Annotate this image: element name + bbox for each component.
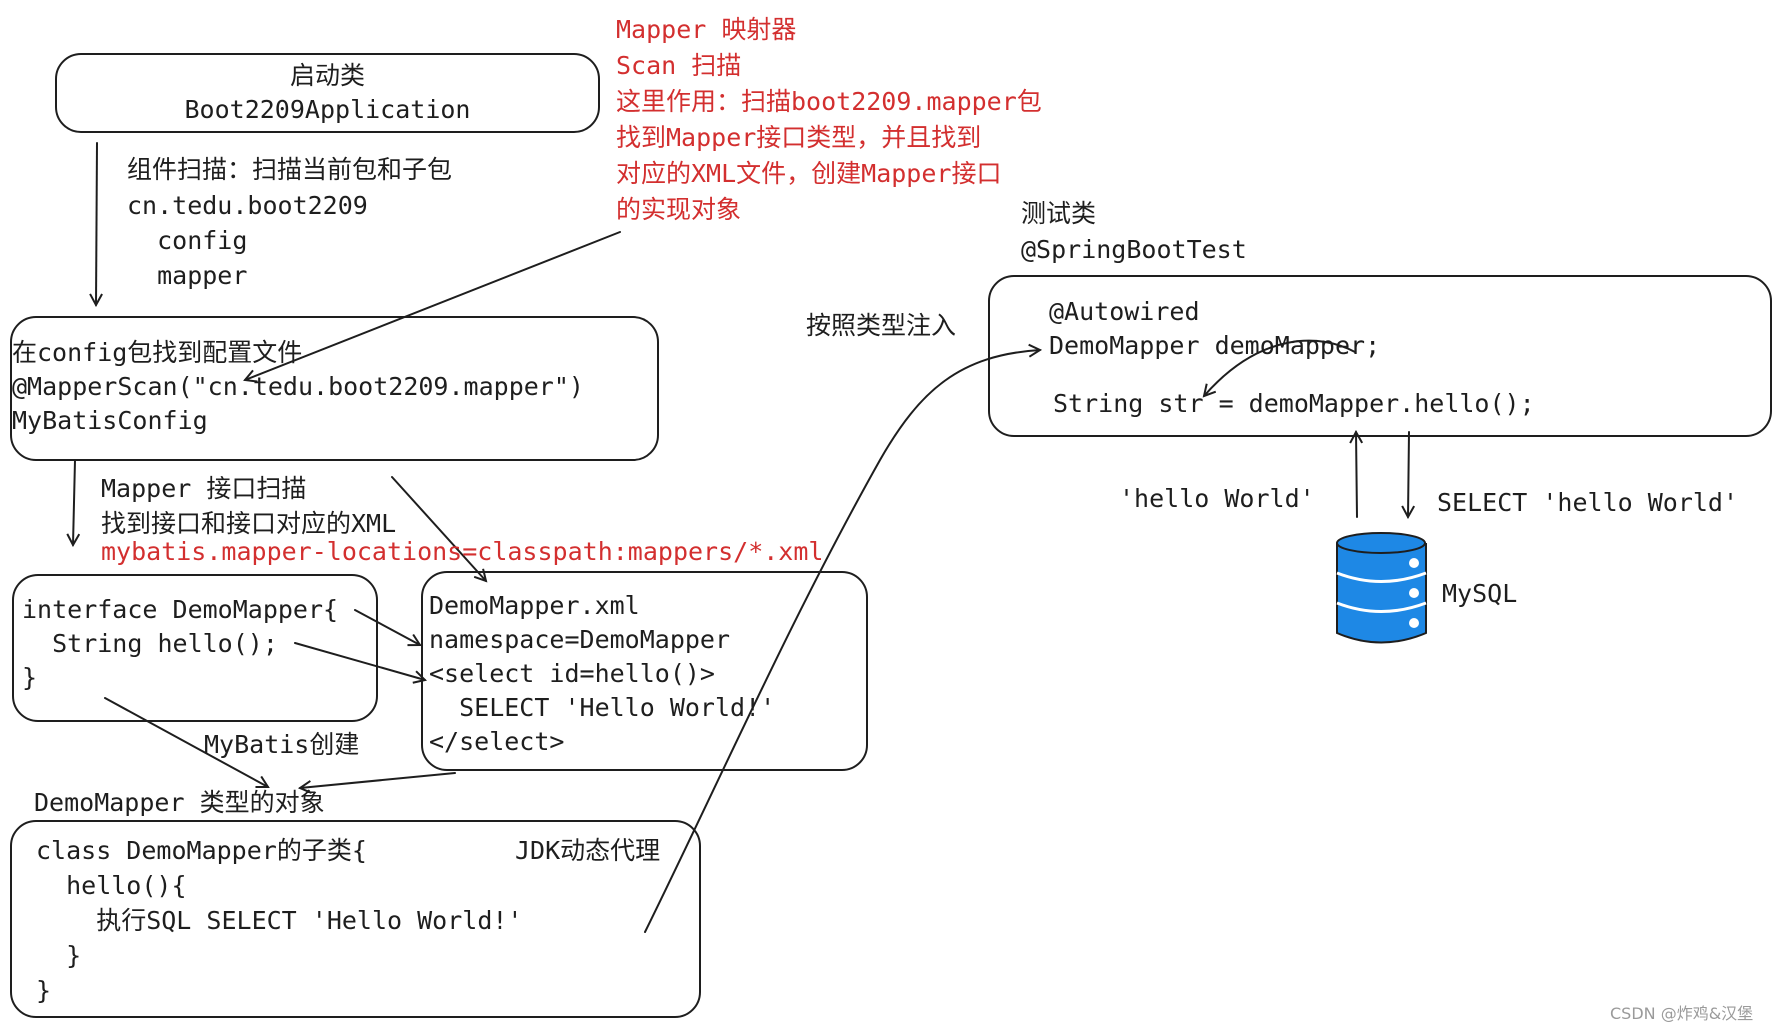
- autowired-annotation: @Autowired: [1049, 297, 1200, 326]
- xml-line: SELECT 'Hello World!': [429, 693, 776, 722]
- annotation-line: 的实现对象: [616, 195, 742, 224]
- startup-class-title: 启动类: [289, 61, 365, 90]
- arrow-annotation-to-mapperscan: [245, 231, 621, 380]
- config-class-name: MyBatisConfig: [12, 406, 208, 435]
- impl-line: class DemoMapper的子类{: [36, 836, 367, 865]
- arrow-hello-to-select: [294, 642, 425, 680]
- config-line: 在config包找到配置文件: [12, 338, 303, 367]
- annotation-line: Scan 扫描: [616, 51, 742, 80]
- impl-line: 执行SQL SELECT 'Hello World!': [36, 906, 523, 935]
- impl-line: hello(){: [36, 871, 187, 900]
- test-class-box: @Autowired DemoMapper demoMapper; String…: [988, 275, 1772, 437]
- interface-line: String hello();: [22, 629, 278, 658]
- sql-query-label: SELECT 'hello World': [1437, 488, 1739, 517]
- object-label: DemoMapper 类型的对象: [34, 788, 325, 817]
- interface-box: interface DemoMapper{ String hello(); }: [12, 574, 378, 722]
- hello-call: String str = demoMapper.hello();: [1053, 389, 1535, 418]
- interface-scan-line: Mapper 接口扫描: [101, 474, 307, 503]
- arrow-interface-to-object: [104, 697, 268, 787]
- arrow-interface-to-namespace: [354, 609, 420, 645]
- arrow-config-to-interface: [73, 459, 75, 545]
- xml-line: <select id=hello()>: [429, 659, 715, 688]
- database-icon: [1336, 532, 1427, 644]
- config-box: 在config包找到配置文件 @MapperScan("cn.tedu.boot…: [10, 316, 659, 461]
- startup-class-name: Boot2209Application: [184, 95, 471, 124]
- impl-class-box: class DemoMapper的子类{ hello(){ 执行SQL SELE…: [10, 820, 701, 1018]
- inject-by-type-label: 按照类型注入: [806, 311, 957, 340]
- arrow-field-to-call: [1204, 339, 1356, 396]
- config-mapperscan-line: @MapperScan("cn.tedu.boot2209.mapper"): [12, 372, 584, 401]
- mapper-locations-config: mybatis.mapper-locations=classpath:mappe…: [101, 537, 824, 566]
- arrow-db-to-test: [1356, 432, 1357, 518]
- test-annotation: @SpringBootTest: [1021, 235, 1247, 264]
- interface-line: }: [22, 663, 38, 692]
- component-scan-line: cn.tedu.boot2209: [127, 191, 368, 220]
- xml-line: </select>: [429, 727, 565, 756]
- component-scan-line: 组件扫描：扫描当前包和子包: [127, 155, 453, 184]
- xml-line: DemoMapper.xml: [429, 591, 640, 620]
- impl-line: }: [36, 976, 52, 1005]
- return-value-label: 'hello World': [1119, 484, 1315, 513]
- jdk-proxy-label: JDK动态代理: [515, 836, 661, 865]
- impl-line: }: [36, 941, 82, 970]
- annotation-line: 对应的XML文件，创建Mapper接口: [616, 159, 1002, 188]
- arrow-test-to-db: [1408, 431, 1409, 517]
- mapper-field: DemoMapper demoMapper;: [1049, 331, 1381, 360]
- watermark: CSDN @炸鸡&汉堡: [1610, 1004, 1754, 1023]
- arrow-scan-to-xml: [391, 476, 486, 581]
- arrow-impl-to-test-injection: [644, 350, 1040, 933]
- annotation-line: 找到Mapper接口类型，并且找到: [616, 123, 982, 152]
- mybatis-create-label: MyBatis创建: [204, 730, 360, 759]
- component-scan-line: mapper: [127, 261, 248, 290]
- test-class-title: 测试类: [1021, 199, 1097, 228]
- arrow-xml-to-object: [300, 772, 456, 788]
- database-label: MySQL: [1442, 579, 1518, 608]
- xml-box: DemoMapper.xml namespace=DemoMapper <sel…: [421, 571, 868, 771]
- interface-line: interface DemoMapper{: [22, 595, 339, 624]
- annotation-line: 这里作用：扫描boot2209.mapper包: [616, 87, 1042, 116]
- startup-class-box: 启动类 Boot2209Application: [55, 53, 600, 133]
- arrow-startup-to-config: [96, 142, 97, 305]
- annotation-line: Mapper 映射器: [616, 15, 797, 44]
- interface-scan-line: 找到接口和接口对应的XML: [101, 509, 397, 538]
- component-scan-line: config: [127, 226, 248, 255]
- xml-line: namespace=DemoMapper: [429, 625, 731, 654]
